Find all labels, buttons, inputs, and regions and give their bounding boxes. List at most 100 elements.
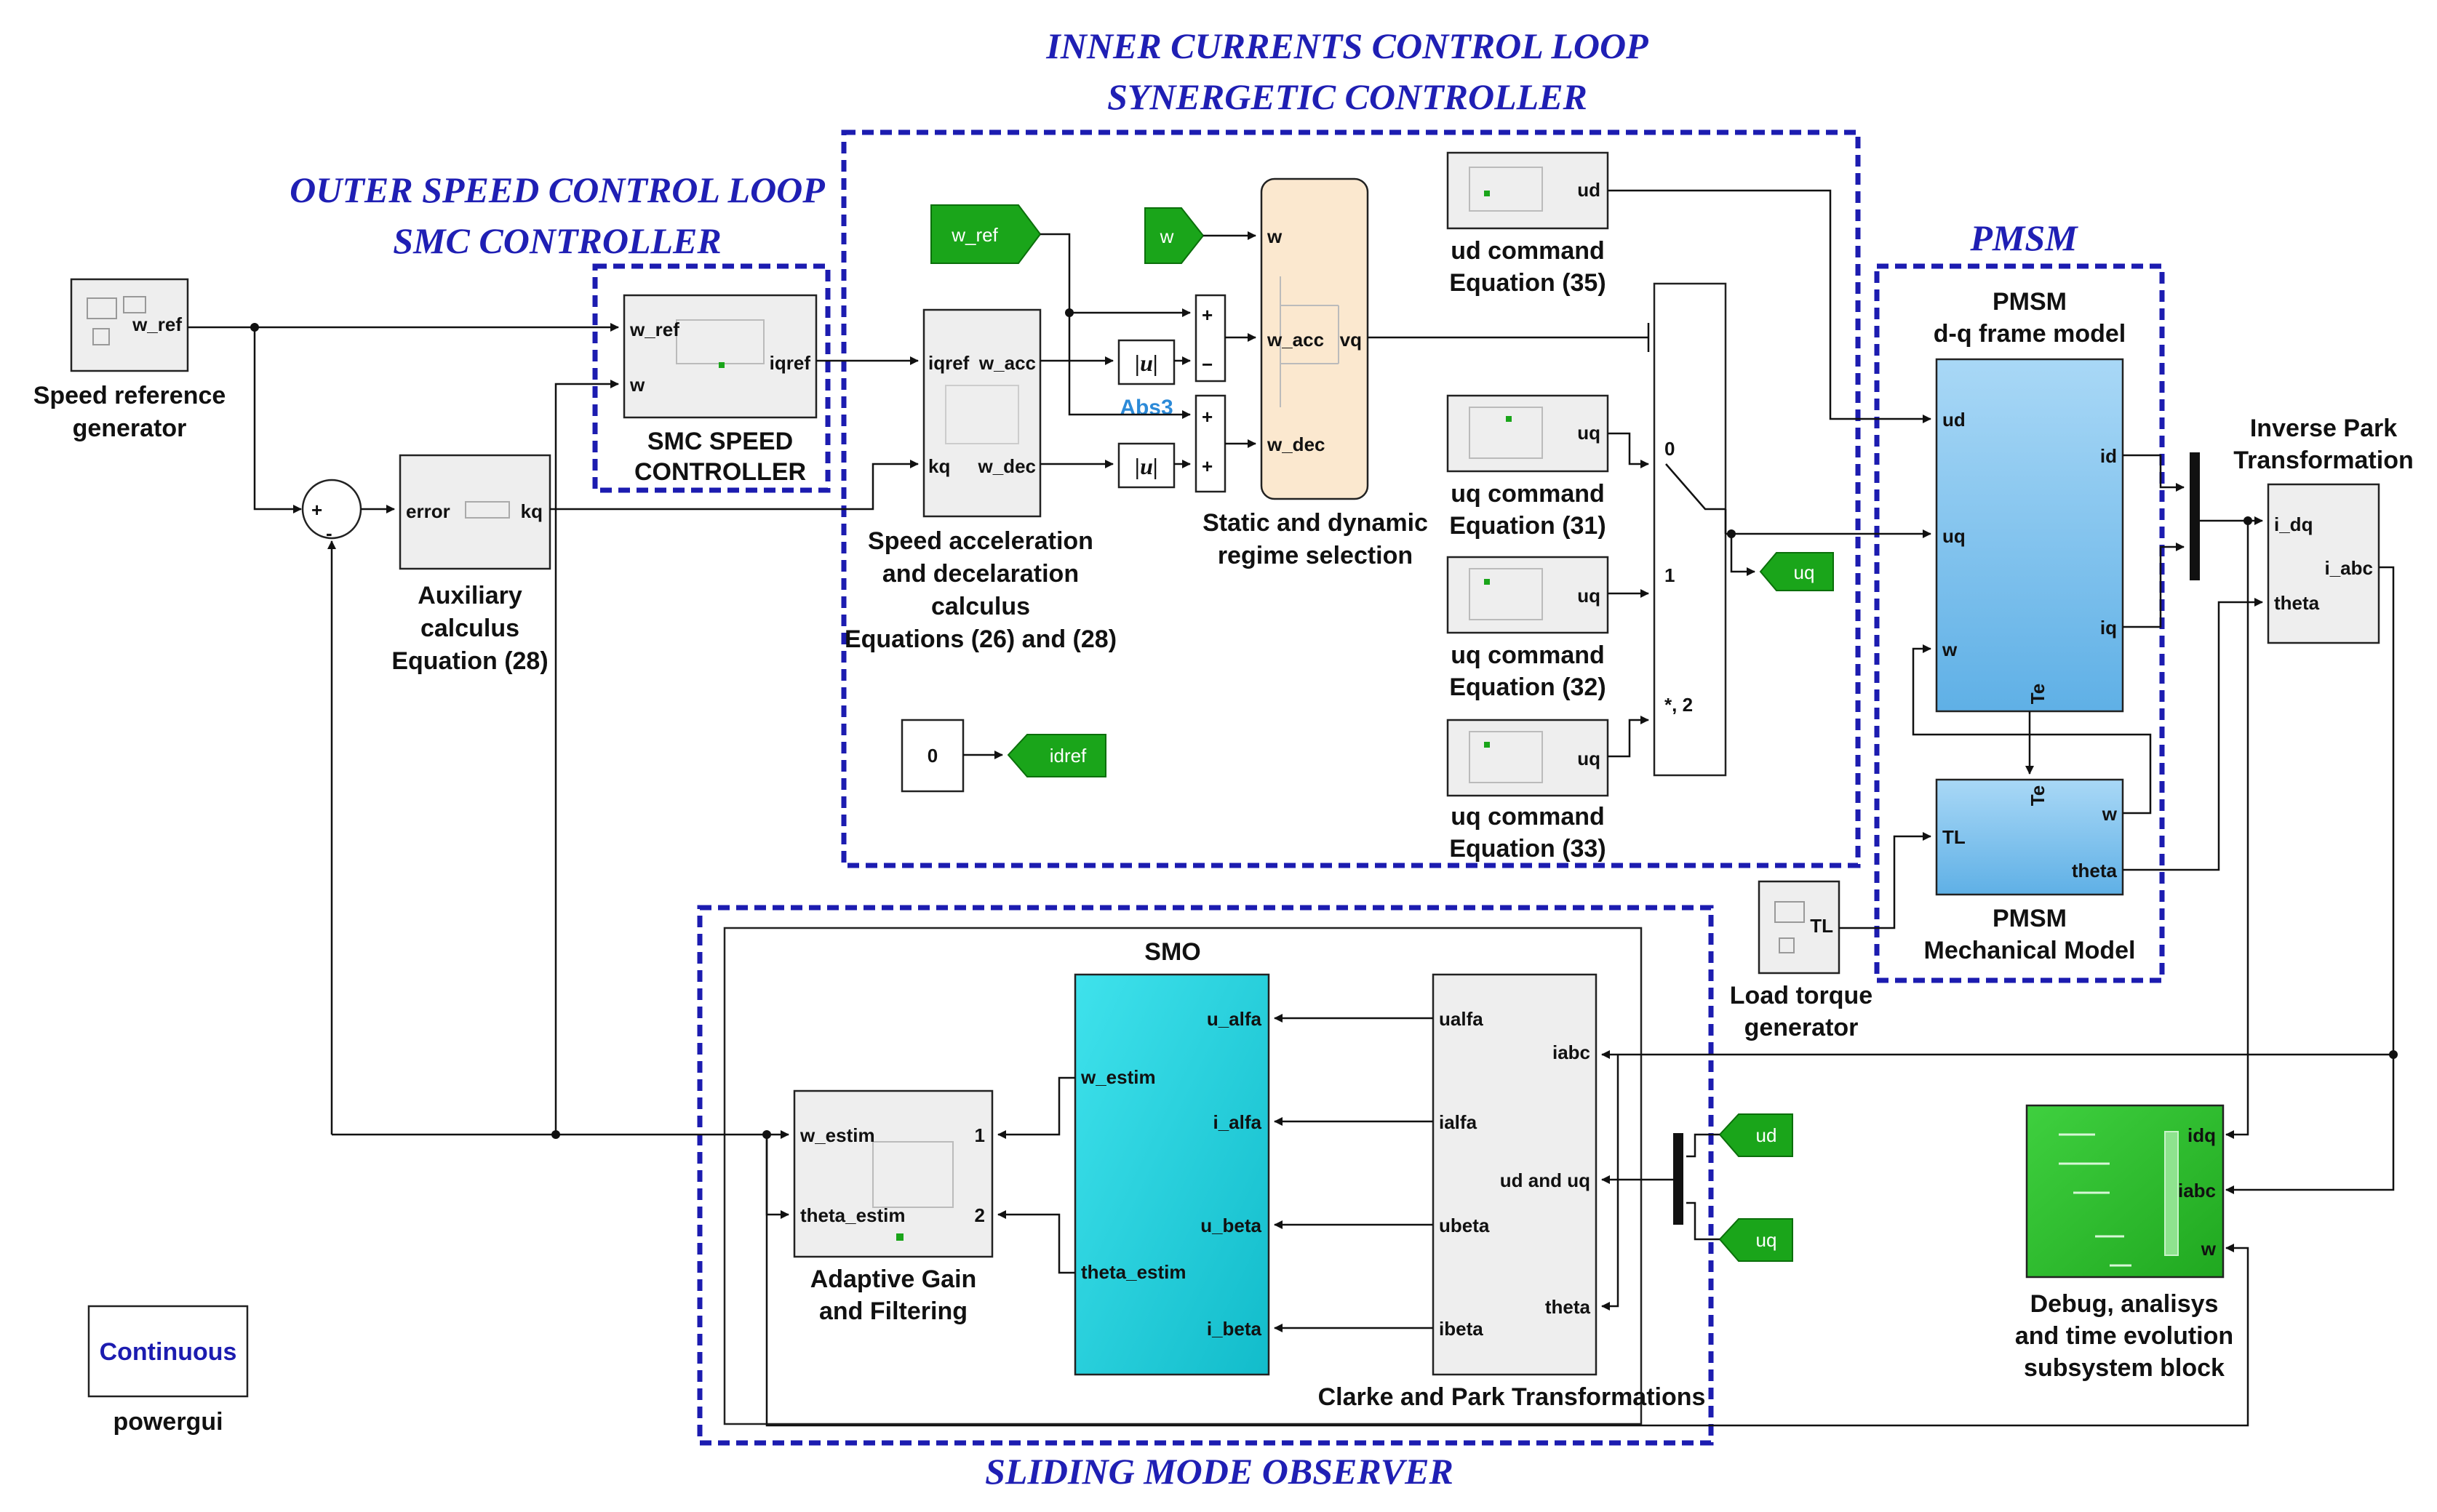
pmsm-input-uq: uq bbox=[1942, 525, 1966, 547]
uq32-label-1: uq command bbox=[1451, 641, 1605, 669]
adaptive-output-1: 1 bbox=[975, 1124, 985, 1146]
clarke-output-ubeta: ubeta bbox=[1439, 1215, 1490, 1236]
smo-input-ubeta: u_beta bbox=[1200, 1215, 1261, 1236]
outer-loop-title-2: SMC CONTROLLER bbox=[393, 220, 721, 261]
accel-input-kq: kq bbox=[928, 455, 950, 477]
uq33-label-1: uq command bbox=[1451, 803, 1605, 831]
pmsm-dq-label-2: d-q frame model bbox=[1934, 320, 2126, 348]
mech-input-tl: TL bbox=[1942, 826, 1966, 848]
debug-input-w: w bbox=[2201, 1238, 2217, 1260]
regime-selection-block[interactable]: w w_acc w_dec vq bbox=[1260, 177, 1369, 500]
regime-input-wacc: w_acc bbox=[1267, 329, 1324, 351]
constant-zero-block[interactable]: 0 bbox=[901, 719, 965, 793]
debug-label-2: and time evolution bbox=[2015, 1322, 2233, 1350]
outer-loop-border bbox=[592, 263, 831, 493]
mech-output-theta: theta bbox=[2072, 860, 2118, 881]
speed-ref-label-2: generator bbox=[73, 415, 187, 442]
uq31-label-2: Equation (31) bbox=[1449, 512, 1606, 540]
aux-input-port: error bbox=[406, 500, 450, 522]
load-torque-generator-block[interactable]: TL bbox=[1758, 880, 1840, 975]
uq33-output: uq bbox=[1577, 748, 1600, 769]
ud-command-output: ud bbox=[1577, 179, 1600, 201]
from-uq-text: uq bbox=[1756, 1229, 1777, 1251]
ud-command-label-2: Equation (35) bbox=[1449, 269, 1606, 297]
mux-bar-pmsm[interactable] bbox=[2190, 452, 2200, 580]
smo-input-ibeta: i_beta bbox=[1207, 1318, 1262, 1340]
from-uq-tag[interactable]: uq bbox=[1718, 1218, 1793, 1262]
sum-plus-sign: + bbox=[311, 499, 322, 521]
load-output-tl: TL bbox=[1810, 915, 1833, 937]
invpark-label-1: Inverse Park bbox=[2250, 415, 2397, 442]
uq-command-31-block[interactable]: uq bbox=[1446, 394, 1609, 473]
pmsm-mechanical-model-block[interactable]: TL Te w theta bbox=[1935, 778, 2124, 896]
uq-command-33-block[interactable]: uq bbox=[1446, 719, 1609, 797]
pmsm-output-id: id bbox=[2100, 445, 2117, 467]
accel-output-wdec: w_dec bbox=[978, 455, 1037, 477]
goto-uq-tag[interactable]: uq bbox=[1759, 552, 1834, 591]
clarke-park-block[interactable]: ualfa ialfa ubeta ibeta iabc ud and uq t… bbox=[1432, 973, 1598, 1376]
inverse-park-block[interactable]: i_dq theta i_abc bbox=[2267, 483, 2380, 644]
smc-input-w: w bbox=[629, 374, 645, 396]
smo-title: SMO bbox=[1144, 938, 1200, 966]
debug-input-iabc: iabc bbox=[2178, 1180, 2216, 1201]
adaptive-label-1: Adaptive Gain bbox=[810, 1265, 977, 1293]
inner-loop-border bbox=[841, 129, 1861, 868]
goto-uq-text: uq bbox=[1794, 561, 1815, 583]
uq-command-32-block[interactable]: uq bbox=[1446, 556, 1609, 634]
abs-block-lower[interactable]: |u| bbox=[1117, 442, 1176, 489]
smo-input-ialfa: i_alfa bbox=[1213, 1111, 1262, 1133]
uq31-output: uq bbox=[1577, 422, 1600, 444]
clarke-output-ualfa: ualfa bbox=[1439, 1008, 1483, 1030]
abs-upper-symbol: |u| bbox=[1135, 350, 1158, 376]
multiport-switch-block[interactable]: 0 1 *, 2 bbox=[1653, 282, 1727, 777]
debug-input-idq: idq bbox=[2187, 1124, 2216, 1146]
adaptive-input-thetaestim: theta_estim bbox=[800, 1204, 906, 1226]
outer-loop-title-1: OUTER SPEED CONTROL LOOP bbox=[290, 169, 825, 210]
observer-title: SLIDING MODE OBSERVER bbox=[985, 1451, 1453, 1492]
debug-label-1: Debug, analisys bbox=[2030, 1290, 2219, 1318]
pmsm-border bbox=[1874, 263, 2165, 983]
smo-block[interactable]: u_alfa i_alfa u_beta i_beta w_estim thet… bbox=[1074, 973, 1270, 1376]
adaptive-gain-filtering-block[interactable]: w_estim theta_estim 1 2 bbox=[793, 1089, 994, 1258]
powergui-block[interactable]: Continuous bbox=[87, 1305, 249, 1398]
sum-lower-plus-2: + bbox=[1202, 455, 1213, 477]
clarke-label: Clarke and Park Transformations bbox=[1318, 1383, 1706, 1411]
goto-w-tag[interactable]: w bbox=[1144, 207, 1205, 264]
smc-speed-controller-block[interactable]: w_ref w iqref bbox=[623, 294, 818, 419]
goto-idref-tag[interactable]: idref bbox=[1007, 734, 1106, 777]
pmsm-dq-model-block[interactable]: ud uq w id iq Te bbox=[1935, 358, 2124, 713]
clarke-output-ialfa: ialfa bbox=[1439, 1111, 1477, 1133]
signal-wires bbox=[188, 189, 2398, 1427]
auxiliary-calculus-block[interactable]: error kq bbox=[399, 454, 551, 570]
ud-command-block[interactable]: ud bbox=[1446, 151, 1609, 230]
adaptive-label-2: and Filtering bbox=[819, 1297, 968, 1325]
uq32-output: uq bbox=[1577, 585, 1600, 607]
speed-accel-decel-block[interactable]: iqref kq w_acc w_dec bbox=[922, 308, 1042, 518]
mech-output-w: w bbox=[2102, 803, 2118, 825]
abs3-link[interactable]: Abs3 bbox=[1120, 396, 1173, 420]
clarke-input-iabc: iabc bbox=[1552, 1041, 1590, 1063]
invpark-input-idq: i_dq bbox=[2274, 513, 2313, 535]
mux-bar-observer[interactable] bbox=[1673, 1133, 1683, 1225]
speed-reference-generator-block[interactable]: w_ref bbox=[70, 278, 189, 372]
speed-ref-port: w_ref bbox=[132, 313, 182, 335]
from-ud-tag[interactable]: ud bbox=[1718, 1113, 1793, 1157]
accel-label-3: calculus bbox=[931, 593, 1030, 620]
sum-block-lower[interactable]: + + bbox=[1194, 394, 1227, 493]
clarke-input-theta: theta bbox=[1545, 1296, 1591, 1318]
smo-input-ualfa: u_alfa bbox=[1207, 1008, 1262, 1030]
powergui-label: powergui bbox=[113, 1408, 223, 1436]
sum-upper-plus: + bbox=[1202, 304, 1213, 326]
from-ud-text: ud bbox=[1756, 1124, 1777, 1146]
smo-output-thetaestim: theta_estim bbox=[1081, 1261, 1186, 1283]
abs-block-upper[interactable]: |u| bbox=[1117, 339, 1176, 385]
smc-input-wref: w_ref bbox=[629, 319, 679, 340]
goto-wref-tag[interactable]: w_ref bbox=[930, 204, 1042, 264]
sum-minus-sign: - bbox=[326, 522, 332, 544]
goto-idref-text: idref bbox=[1050, 745, 1087, 767]
debug-subsystem-block[interactable]: idq iabc w bbox=[2025, 1104, 2225, 1279]
error-sum-block[interactable]: + - bbox=[301, 479, 362, 544]
adaptive-input-westim: w_estim bbox=[799, 1124, 875, 1146]
pmsm-dq-label-1: PMSM bbox=[1993, 288, 2067, 316]
sum-block-upper[interactable]: + − bbox=[1194, 294, 1227, 383]
